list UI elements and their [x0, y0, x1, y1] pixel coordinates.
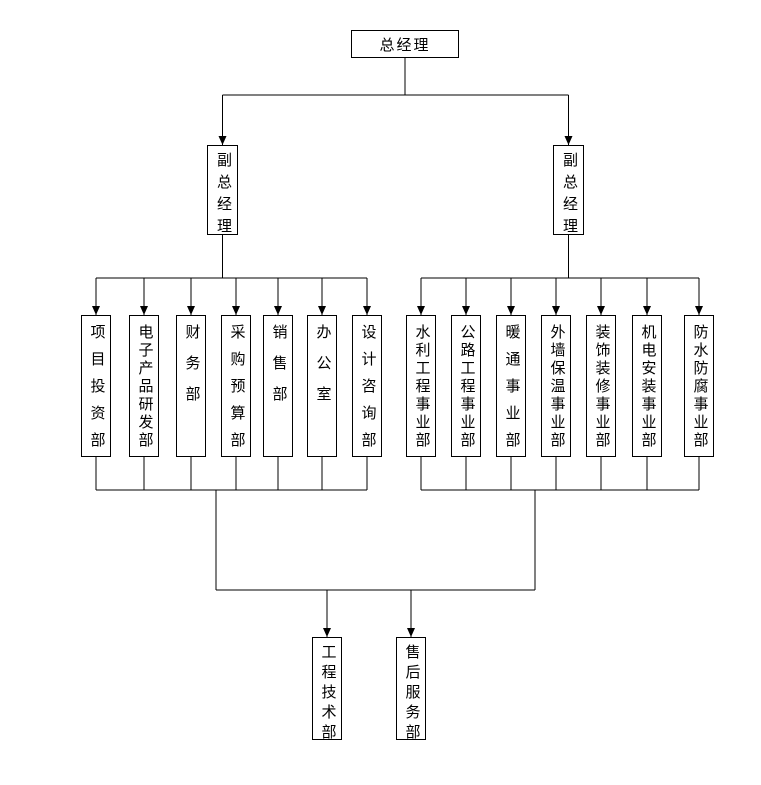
- node-dept-water-engineering: 水利工程事业部: [406, 315, 436, 457]
- node-dept-wall-insulation: 外墙保温事业部: [541, 315, 571, 457]
- node-general-manager: 总经理: [351, 30, 459, 58]
- node-label: 暖通事业部: [503, 324, 520, 459]
- node-dept-engineering-tech: 工程技术部: [312, 637, 342, 744]
- node-label: 总经理: [379, 37, 431, 54]
- node-label: 水利工程事业部: [413, 324, 430, 450]
- node-dept-procurement-budget: 采购预算部: [221, 315, 251, 459]
- node-dept-project-investment: 项目投资部: [81, 315, 111, 459]
- node-label: 办公室: [314, 324, 331, 417]
- node-dept-decoration: 装饰装修事业部: [586, 315, 616, 457]
- node-label: 销售部: [270, 324, 287, 417]
- node-label: 副总经理: [561, 152, 577, 240]
- node-dept-waterproof-anticorrosion: 防水防腐事业部: [684, 315, 714, 457]
- node-label: 电子产品研发部: [136, 324, 153, 450]
- node-dept-mech-electrical-install: 机电安装事业部: [632, 315, 662, 457]
- node-dept-office: 办公室: [307, 315, 337, 457]
- node-label: 机电安装事业部: [639, 324, 656, 450]
- node-label: 售后服务部: [403, 644, 420, 744]
- node-label: 装饰装修事业部: [593, 324, 610, 450]
- node-dept-design-consulting: 设计咨询部: [352, 315, 382, 459]
- node-dept-highway-engineering: 公路工程事业部: [451, 315, 481, 457]
- node-label: 采购预算部: [228, 324, 245, 459]
- node-label: 副总经理: [215, 152, 231, 240]
- node-label: 设计咨询部: [359, 324, 376, 459]
- node-dept-finance: 财务部: [176, 315, 206, 457]
- node-label: 公路工程事业部: [458, 324, 475, 450]
- node-label: 项目投资部: [88, 324, 105, 459]
- node-dept-after-sales: 售后服务部: [396, 637, 426, 744]
- node-label: 财务部: [183, 324, 200, 417]
- node-label: 外墙保温事业部: [548, 324, 565, 450]
- node-dept-sales: 销售部: [263, 315, 293, 457]
- node-deputy-gm-left: 副总经理: [207, 145, 238, 240]
- node-dept-hvac: 暖通事业部: [496, 315, 526, 459]
- node-dept-electronics-rd: 电子产品研发部: [129, 315, 159, 457]
- node-label: 工程技术部: [319, 644, 336, 744]
- node-label: 防水防腐事业部: [691, 324, 708, 450]
- node-deputy-gm-right: 副总经理: [553, 145, 584, 240]
